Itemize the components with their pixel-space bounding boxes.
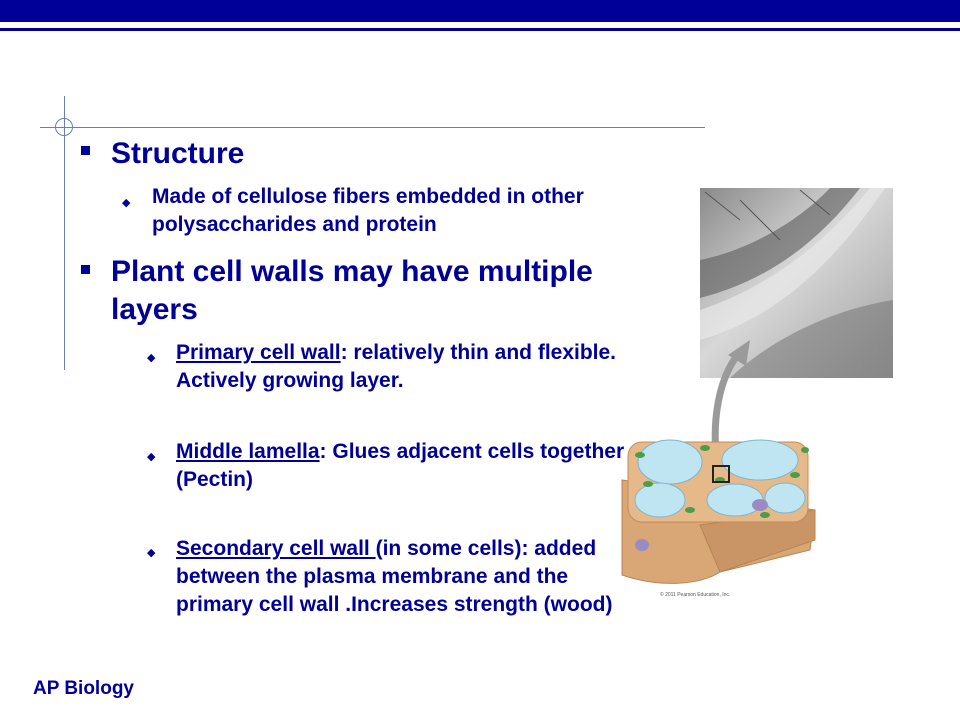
footer-course-label: AP Biology <box>33 678 134 699</box>
zoom-arrowhead <box>728 340 750 366</box>
middle-lamella-item: Middle lamella: Glues adjacent cells tog… <box>176 438 636 494</box>
top-rule <box>0 28 960 31</box>
middle-lamella-term: Middle lamella <box>176 440 320 463</box>
bullet-structure-detail: Made of cellulose fibers embedded in oth… <box>152 185 584 236</box>
diamond-bullet-icon: ◆ <box>147 352 156 364</box>
crosshair-circle-icon <box>55 118 73 136</box>
figure-credit: © 2011 Pearson Education, Inc. <box>660 591 730 598</box>
vertical-guide-line <box>64 96 65 370</box>
horizontal-guide-line <box>40 127 705 128</box>
top-banner <box>0 0 960 22</box>
bullet-layers-title: Plant cell walls may have multiple layer… <box>111 255 593 326</box>
primary-wall-item: Primary cell wall: relatively thin and f… <box>176 339 636 395</box>
square-bullet-icon <box>81 265 90 274</box>
diamond-bullet-icon: ◆ <box>122 197 131 209</box>
secondary-wall-item: Secondary cell wall (in some cells): add… <box>176 535 636 619</box>
secondary-wall-term: Secondary cell wall <box>176 537 376 560</box>
plant-cell-diagram <box>621 439 816 584</box>
secondary-wall-desc: (in some cells): added between the plasm… <box>176 537 613 616</box>
bullet-structure-title: Structure <box>111 137 245 170</box>
zoom-box <box>712 465 730 483</box>
primary-wall-desc: : relatively thin and flexible. Actively… <box>176 341 617 392</box>
middle-lamella-desc: : Glues adjacent cells together (Pectin) <box>176 440 625 491</box>
diamond-bullet-icon: ◆ <box>147 547 156 559</box>
diamond-bullet-icon: ◆ <box>147 451 156 463</box>
micrograph-image <box>700 188 893 378</box>
primary-wall-term: Primary cell wall <box>176 341 341 364</box>
cell-wall-figure: © 2011 Pearson Education, Inc. <box>621 188 893 598</box>
square-bullet-icon <box>81 146 90 155</box>
